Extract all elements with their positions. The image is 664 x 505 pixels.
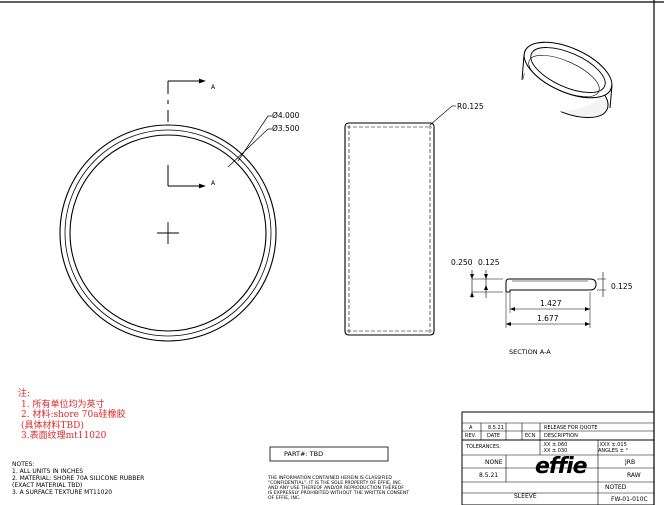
side-view xyxy=(344,105,456,336)
tb-drawn-by: JRB xyxy=(625,459,636,466)
section-dim-0125-right: 0.125 xyxy=(611,282,633,291)
confidential-line: "CONFIDENTIAL". IT IS THE SOLE PROPERTY … xyxy=(268,481,403,486)
notes-line: 1. ALL UNITS IN INCHES xyxy=(12,468,84,475)
confidential-line: OF EFFIE, INC. xyxy=(268,496,301,501)
chinese-note-line: 3.表面纹理mt11020 xyxy=(21,431,107,441)
radius-label: R0.125 xyxy=(457,102,484,111)
section-marker-top: A xyxy=(211,84,216,91)
tb-finish: NONE xyxy=(485,459,503,466)
tb-tolerances: TOLERANCES: xyxy=(466,444,501,450)
confidential-notice: THE INFORMATION CONTAINED HEREIN IS CLAS… xyxy=(268,476,409,501)
chinese-note-line: (具体材料TBD) xyxy=(21,420,84,431)
front-view xyxy=(59,78,277,342)
tb-col-ecn: ECN xyxy=(525,433,536,439)
tb-raw: RAW xyxy=(627,472,641,479)
tb-title: SLEEVE xyxy=(514,493,537,500)
chinese-note-line: 注: xyxy=(18,389,31,399)
tb-noted: NOTED xyxy=(605,484,627,491)
title-block-grid xyxy=(461,411,655,505)
section-view xyxy=(470,270,606,328)
section-caption: SECTION A-A xyxy=(509,348,551,356)
tb-tol-xx: .XX ±.060 xyxy=(542,442,568,448)
tb-rev: A xyxy=(469,425,473,431)
inner-diameter-label: Ø3.500 xyxy=(272,124,300,133)
effie-logo: effie xyxy=(535,454,588,479)
section-marker-bottom: A xyxy=(211,180,216,187)
part-number-label: PART#: TBD xyxy=(284,450,324,458)
outer-diameter-label: Ø4.000 xyxy=(272,111,300,120)
tb-date: 8.5.21 xyxy=(479,472,499,479)
tb-tol-xxx: .XXX ±.015 xyxy=(598,442,627,448)
section-dim-0125-left: 0.125 xyxy=(478,258,500,267)
chinese-note-line: 2. 材料:shore 70a硅橡胶 xyxy=(21,410,126,420)
notes-line: (EXACT MATERIAL TBD) xyxy=(12,482,83,489)
tb-part-number: FW-01-010C xyxy=(611,496,648,503)
notes-line: 2. MATERIAL: SHORE 70A SILICONE RUBBER xyxy=(12,475,145,482)
confidential-line: AND ANY USE THEREOF AND/OR REPRODUCTION … xyxy=(268,486,404,491)
chinese-notes: 注: 1. 所有单位均为英寸 2. 材料:shore 70a硅橡胶 (具体材料T… xyxy=(18,389,126,442)
section-dim-0250: 0.250 xyxy=(451,258,473,267)
chinese-note-line: 1. 所有单位均为英寸 xyxy=(21,399,105,410)
section-dim-1677: 1.677 xyxy=(537,314,559,323)
confidential-line: IS EXPRESSLY PROHIBITED WITHOUT THE WRIT… xyxy=(268,491,410,496)
iso-view xyxy=(521,41,613,119)
part-box-frame xyxy=(269,446,389,462)
notes-line: NOTES: xyxy=(12,461,35,468)
tb-col-date: DATE xyxy=(487,433,501,439)
tb-tol-xx2: .XX ±.030 xyxy=(542,448,568,454)
tb-col-rev: REV. xyxy=(465,433,476,439)
tb-rev-date: 8.5.21 xyxy=(488,425,504,431)
section-dim-1427: 1.427 xyxy=(540,299,562,308)
notes-line: 3. A SURFACE TEXTURE MT11020 xyxy=(12,489,113,496)
tb-tol-angles: ANGLES ± ° xyxy=(598,448,629,454)
confidential-line: THE INFORMATION CONTAINED HEREIN IS CLAS… xyxy=(268,476,392,481)
notes-block: NOTES: 1. ALL UNITS IN INCHES 2. MATERIA… xyxy=(12,461,144,496)
tb-col-desc: DESCRIPTION xyxy=(544,433,578,439)
tb-rev-desc: RELEASE FOR QUOTE xyxy=(544,425,598,431)
